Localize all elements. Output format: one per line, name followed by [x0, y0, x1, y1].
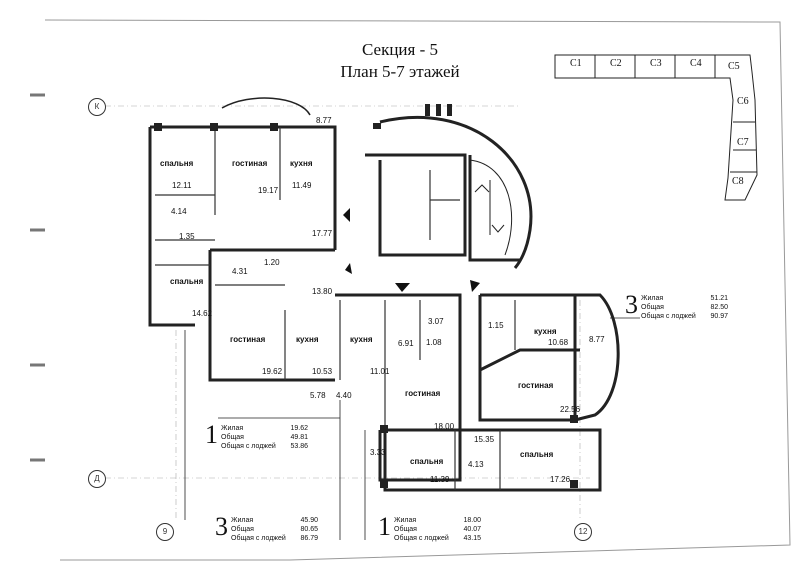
legend-key: Общая: [231, 526, 254, 533]
axis-marker-12: 12: [574, 523, 592, 541]
section-label-c2: С2: [610, 58, 622, 69]
legend-value: 53.86: [290, 443, 308, 450]
area-label: 4.14: [171, 207, 187, 216]
area-label: 15.35: [474, 435, 495, 444]
legend-value: 45.90: [300, 517, 318, 524]
section-label-c4: С4: [690, 58, 702, 69]
section-label-c6: С6: [737, 96, 749, 107]
legend-value: 49.81: [290, 434, 308, 441]
interior-walls: [155, 127, 516, 490]
area-label: 1.20: [264, 258, 280, 267]
apartment-legend-s1: 1 Жилая 18.00 Общая 40.07 Общая с лоджей 43…: [378, 514, 508, 544]
legend-value: 86.79: [300, 535, 318, 542]
legend-key: Общая с лоджей: [641, 313, 696, 320]
legend-value: 19.62: [290, 425, 308, 432]
legend-key: Общая с лоджей: [221, 443, 276, 450]
axis-marker-k: К: [88, 98, 106, 116]
plan-title: План 5-7 этажей: [340, 62, 460, 81]
area-label: 13.80: [312, 287, 333, 296]
legend-key: Общая: [394, 526, 417, 533]
legend-value: 40.07: [463, 526, 481, 533]
section-label-c5: С5: [728, 61, 740, 72]
legend-value: 51.21: [710, 295, 728, 302]
area-label: 19.17: [258, 186, 279, 195]
area-label: 8.77: [589, 335, 605, 344]
apartment-legend-east: 3 Жилая 51.21 Общая 82.50 Общая с лоджей 90…: [625, 292, 765, 322]
legend-key: Жилая: [221, 425, 244, 432]
legend-key: Общая с лоджей: [231, 535, 286, 542]
legend-value: 90.97: [710, 313, 728, 320]
legend-value: 80.65: [300, 526, 318, 533]
entry-arrows: [343, 208, 480, 292]
room-living-e: гостиная: [518, 381, 554, 390]
area-label: 14.62: [192, 309, 213, 318]
stair-arrows: [474, 180, 505, 235]
room-bedroom-e: спальня: [520, 450, 554, 459]
section-label-c3: С3: [650, 58, 662, 69]
area-label: 11.39: [430, 475, 450, 484]
area-label: 18.00: [434, 422, 455, 431]
legend-key: Жилая: [231, 517, 254, 524]
area-label: 3.33: [370, 448, 386, 457]
legend-key: Жилая: [641, 295, 664, 302]
area-label: 8.77: [316, 116, 332, 125]
room-living-sw: гостиная: [230, 335, 266, 344]
leader-lines: [184, 317, 640, 540]
room-kitchen-nw: кухня: [290, 159, 313, 168]
section-label-c8: С8: [732, 176, 744, 187]
columns: [154, 104, 578, 488]
room-living-mid: гостиная: [405, 389, 441, 398]
area-label: 17.26: [550, 475, 571, 484]
area-label: 1.08: [426, 338, 442, 347]
room-kitchen-mid: кухня: [350, 335, 373, 344]
room-bedroom-mid: спальня: [410, 457, 444, 466]
section-label-c7: С7: [737, 137, 749, 148]
legend-key: Общая с лоджей: [394, 535, 449, 542]
section-label-c1: С1: [570, 58, 582, 69]
area-label: 19.62: [262, 367, 283, 376]
legend-rooms-count: 3: [625, 290, 638, 319]
room-kitchen-sw: кухня: [296, 335, 319, 344]
room-living-nw: гостиная: [232, 159, 268, 168]
room-bedroom-nw: спальня: [160, 159, 194, 168]
area-label: 17.77: [312, 229, 333, 238]
legend-key: Общая: [221, 434, 244, 441]
legend-value: 43.15: [463, 535, 481, 542]
legend-value: 82.50: [710, 304, 728, 311]
apartment-legend-sw3: 3 Жилая 45.90 Общая 80.65 Общая с лоджей 86…: [215, 514, 345, 544]
grid-lines: [105, 105, 590, 520]
area-label: 12.11: [172, 181, 192, 190]
area-label: 22.56: [560, 405, 581, 414]
area-label: 5.78: [310, 391, 326, 400]
sheet-edges: [30, 19, 791, 561]
area-label: 10.68: [548, 338, 569, 347]
area-label: 4.13: [468, 460, 484, 469]
area-label: 1.15: [488, 321, 504, 330]
room-bedroom-w: спальня: [170, 277, 204, 286]
legend-rooms-count: 1: [378, 512, 391, 541]
area-label: 10.53: [312, 367, 333, 376]
area-label: 1.35: [179, 232, 195, 241]
legend-key: Общая: [641, 304, 664, 311]
legend-value: 18.00: [463, 517, 481, 524]
legend-rooms-count: 1: [205, 420, 218, 449]
area-label: 4.31: [232, 267, 248, 276]
area-label: 11.49: [292, 181, 312, 190]
key-plan-outline: [554, 54, 758, 201]
area-label: 6.91: [398, 339, 414, 348]
room-kitchen-e: кухня: [534, 327, 557, 336]
area-label: 4.40: [336, 391, 352, 400]
apartment-legend-west1: 1 Жилая 19.62 Общая 49.81 Общая с лоджей 53…: [205, 422, 335, 452]
axis-marker-9: 9: [156, 523, 174, 541]
area-label: 11.01: [370, 367, 390, 376]
axis-marker-d: Д: [88, 470, 106, 488]
legend-key: Жилая: [394, 517, 417, 524]
curved-lobby: [221, 97, 620, 422]
area-label: 3.07: [428, 317, 444, 326]
section-title: Секция - 5: [361, 40, 439, 59]
legend-rooms-count: 3: [215, 512, 228, 541]
